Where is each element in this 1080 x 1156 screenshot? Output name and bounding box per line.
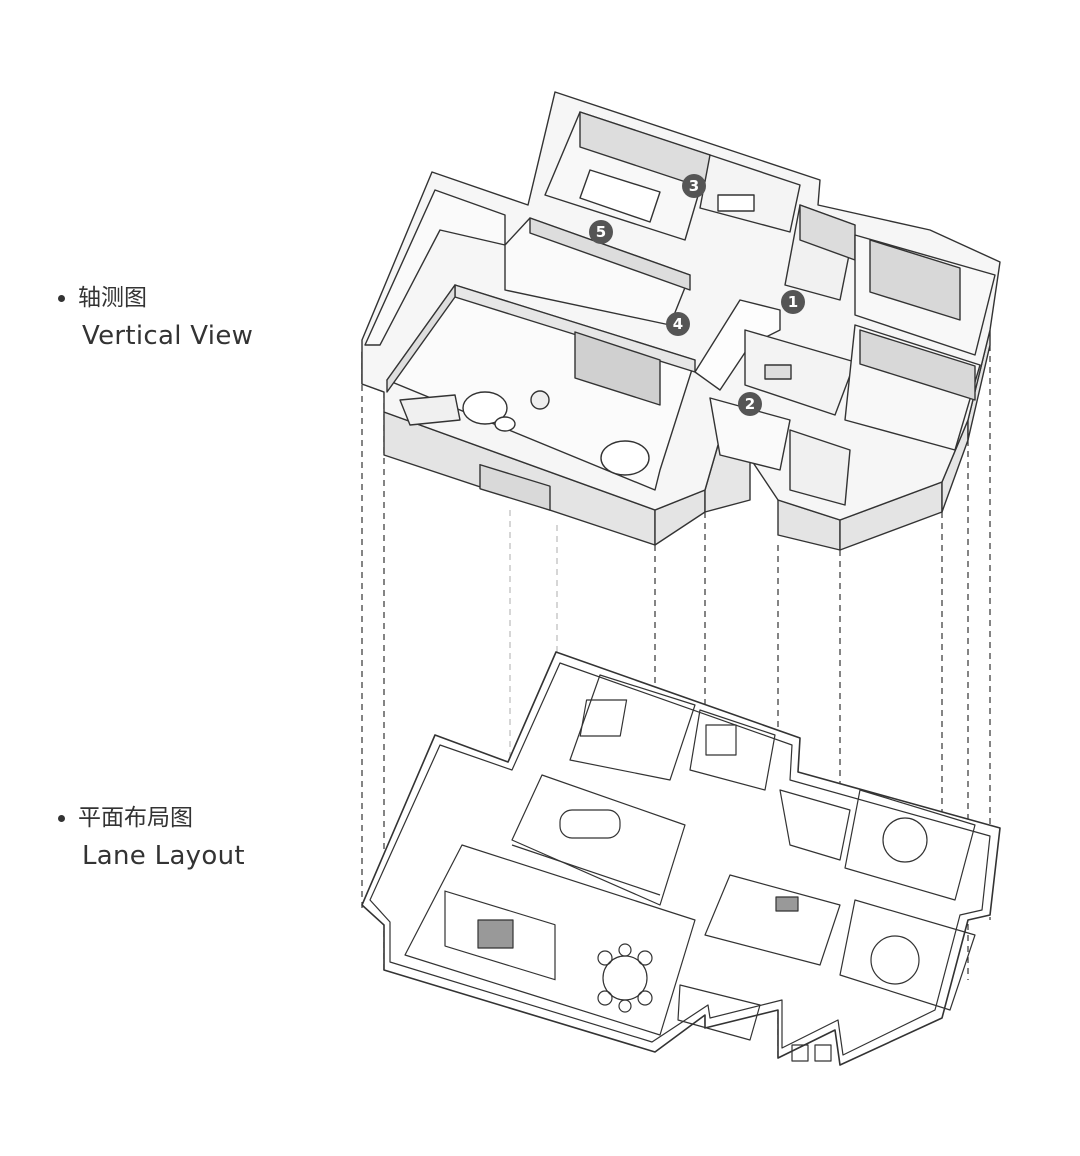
marker-4: 4	[666, 312, 690, 336]
plan-chair-6	[618, 999, 632, 1013]
svg-text:3: 3	[689, 177, 699, 195]
plan-sofa	[444, 890, 556, 981]
plan-bedroom-lower	[839, 899, 976, 1011]
plan-living	[404, 844, 696, 1036]
plan-outline	[361, 651, 1001, 1066]
svg-text:1: 1	[788, 293, 798, 311]
plan-master-bath	[689, 709, 776, 791]
plan-label: 平面布局图 Lane Layout	[58, 803, 245, 873]
svg-text:2: 2	[745, 395, 755, 413]
marker-3: 3	[682, 174, 706, 198]
plan-label-en: Lane Layout	[82, 841, 245, 871]
tv-wall	[479, 464, 551, 511]
plan-stove	[775, 896, 799, 912]
dining-table	[600, 440, 650, 476]
coffee-table	[462, 391, 508, 425]
plan-bed-lower	[870, 935, 920, 985]
bullet-icon	[58, 814, 65, 822]
marker-2: 2	[738, 392, 762, 416]
hall-closet	[789, 429, 851, 506]
marker-5: 5	[589, 220, 613, 244]
study-back-wall	[529, 217, 691, 291]
axonometric-label: 轴测图 Vertical View	[58, 283, 253, 353]
plan-master	[569, 674, 696, 781]
plan-entry	[677, 984, 761, 1041]
sofa	[399, 394, 461, 426]
plan-study	[511, 774, 686, 906]
axonometric-model	[361, 91, 1001, 551]
stove	[764, 364, 792, 380]
plan-chair-4	[637, 990, 653, 1006]
plan-washer-2	[814, 1044, 832, 1062]
study-room	[504, 217, 691, 326]
plan-layout	[361, 651, 1001, 1066]
svg-text:4: 4	[673, 315, 683, 333]
plan-kitchen	[704, 874, 841, 966]
svg-text:5: 5	[596, 223, 606, 241]
marker-1: 1	[781, 290, 805, 314]
bed	[579, 169, 661, 223]
plan-bath-2	[779, 789, 851, 861]
plan-chair-2	[637, 950, 653, 966]
plan-chair-5	[618, 943, 632, 957]
plan-bathtub	[705, 724, 737, 756]
armchair	[530, 390, 550, 410]
plan-study-table	[559, 809, 621, 839]
markers: 1 2 3 4 5	[589, 174, 805, 416]
plan-washer-1	[791, 1044, 809, 1062]
corridor	[694, 299, 781, 391]
entry-corridor	[709, 397, 791, 471]
bedroom-lower-right-wall	[859, 329, 976, 401]
axonometric-label-cn: 轴测图	[78, 285, 147, 311]
plan-label-cn: 平面布局图	[78, 805, 193, 831]
axonometric-label-en: Vertical View	[82, 321, 254, 351]
bathtub	[717, 194, 755, 212]
plan-bedroom-upper	[844, 789, 976, 901]
bullet-icon	[58, 294, 65, 302]
plan-study-cabinets	[511, 844, 661, 896]
plan-bed-upper	[882, 817, 928, 863]
kitchen	[744, 329, 856, 416]
plan-rug	[477, 919, 514, 949]
bedroom-upper-right-wall	[869, 239, 961, 321]
tall-cabinets	[574, 331, 661, 406]
plan-bed	[579, 699, 628, 737]
plan-chair-1	[597, 950, 613, 966]
plan-chair-3	[597, 990, 613, 1006]
side-table	[494, 416, 516, 432]
plan-outline-inner	[369, 662, 991, 1056]
living-left-wall	[386, 284, 456, 393]
